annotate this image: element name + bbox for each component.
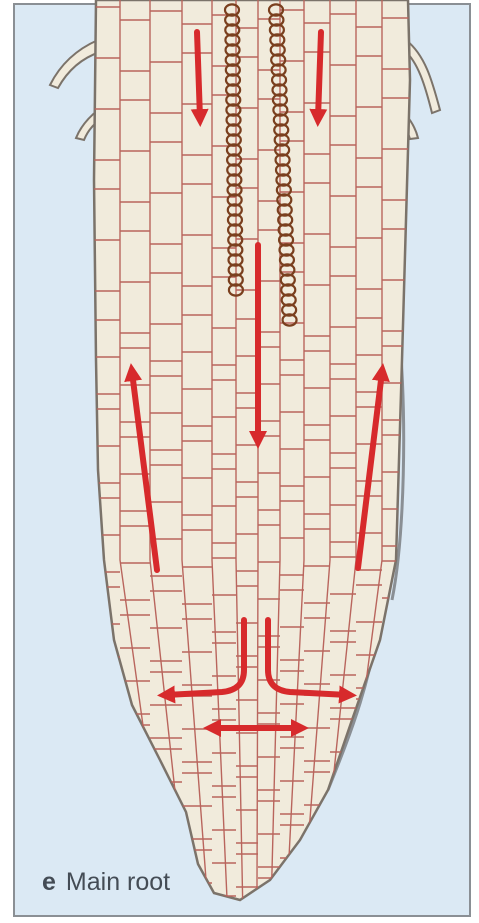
arrow-downward-left-upper [197, 32, 200, 118]
panel-letter: e [42, 868, 56, 896]
arrow-downward-right-upper [318, 32, 321, 118]
panel-caption: e Main root [42, 868, 170, 897]
panel-title: Main root [66, 868, 170, 896]
